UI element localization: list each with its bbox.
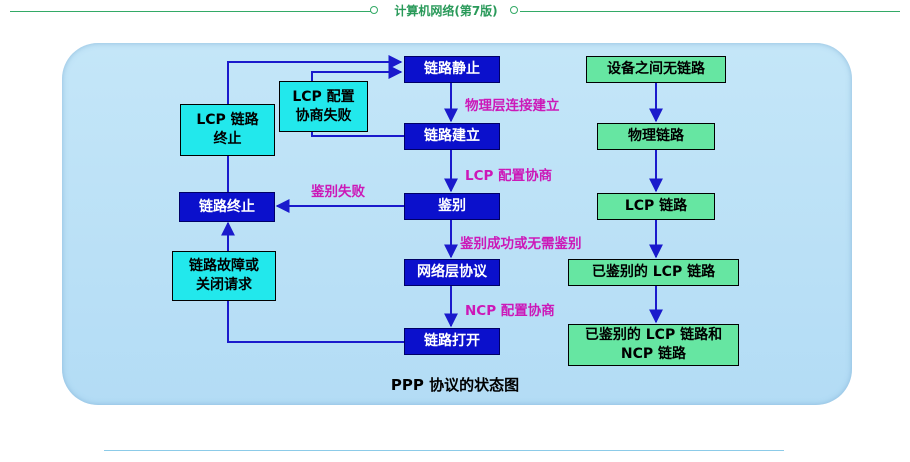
header-title: 计算机网络(第7版)	[394, 4, 498, 18]
state-link-open: 链路打开	[404, 328, 500, 355]
note-lcp-fail-text: LCP 配置协商失败	[292, 88, 355, 124]
note-link-fault-text: 链路故障或关闭请求	[189, 258, 259, 293]
label-physical-up: 物理层连接建立	[465, 98, 560, 114]
status-physical-link: 物理链路	[597, 123, 715, 150]
state-link-dead: 链路静止	[404, 56, 500, 83]
status-auth-lcp-ncp-link: 已鉴别的 LCP 链路和 NCP 链路	[568, 324, 739, 366]
diagram-caption: PPP 协议的状态图	[390, 376, 520, 394]
status-auth-lcp-link: 已鉴别的 LCP 链路	[568, 259, 739, 286]
state-network-layer: 网络层协议	[404, 259, 500, 286]
header-rule-left	[10, 11, 372, 12]
state-authenticate: 鉴别	[404, 193, 500, 220]
label-auth-fail: 鉴别失败	[311, 184, 365, 200]
note-link-fault: 链路故障或关闭请求	[172, 251, 276, 301]
note-lcp-terminate: LCP 链路终止	[180, 104, 275, 156]
status-no-link: 设备之间无链路	[586, 56, 726, 83]
status-lcp-link: LCP 链路	[597, 193, 715, 220]
label-auth-success: 鉴别成功或无需鉴别	[460, 236, 582, 252]
label-ncp-negotiate: NCP 配置协商	[465, 303, 555, 319]
note-lcp-fail: LCP 配置协商失败	[279, 81, 368, 132]
status-auth-lcp-ncp-link-text: 已鉴别的 LCP 链路和 NCP 链路	[584, 327, 723, 362]
footer-rule	[104, 450, 784, 451]
note-lcp-terminate-text: LCP 链路终止	[196, 112, 259, 147]
header-dot-left	[370, 6, 378, 14]
label-lcp-negotiate: LCP 配置协商	[465, 168, 553, 184]
state-link-terminate: 链路终止	[179, 192, 275, 222]
header-dot-right	[510, 6, 518, 14]
state-link-establish: 链路建立	[404, 123, 500, 150]
header-rule-right	[520, 11, 900, 12]
